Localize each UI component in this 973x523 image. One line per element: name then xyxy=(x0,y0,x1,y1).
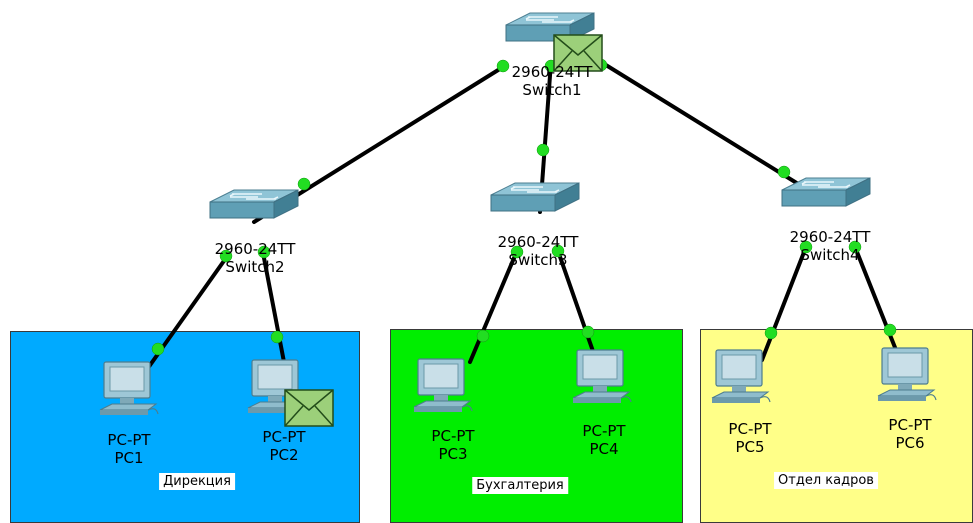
zone-direction xyxy=(10,331,360,523)
zone-accounting-label: Бухгалтерия xyxy=(472,477,568,494)
pc2-model: PC-PT xyxy=(262,428,306,446)
link-dot xyxy=(476,329,490,343)
switch3-label: 2960-24TT Switch3 xyxy=(498,233,579,269)
pc4-icon xyxy=(572,349,632,404)
pc6-name: PC6 xyxy=(895,434,925,452)
switch1-model: 2960-24TT xyxy=(511,63,593,81)
link-dot xyxy=(257,245,271,259)
link-switch4-pc5 xyxy=(760,245,808,362)
link-dot xyxy=(496,59,510,73)
pc6-model: PC-PT xyxy=(888,416,932,434)
link-status-dots xyxy=(151,58,897,356)
link-dot xyxy=(219,249,233,263)
link-dot xyxy=(270,330,284,344)
envelope-icon xyxy=(284,389,334,427)
link-switch1-switch4 xyxy=(599,60,810,192)
link-switch3-pc4 xyxy=(556,249,597,359)
switch2-label: 2960-24TT Switch2 xyxy=(215,240,296,276)
switch2-model: 2960-24TT xyxy=(214,240,296,258)
link-dot xyxy=(510,245,524,259)
switch3-icon xyxy=(490,182,580,212)
pc4-label: PC-PT PC4 xyxy=(582,422,625,458)
pc3-icon xyxy=(413,358,473,413)
pc4-name: PC4 xyxy=(589,440,619,458)
pc6-icon xyxy=(877,347,937,402)
switch3-name: Switch3 xyxy=(508,251,568,269)
link-dot xyxy=(581,325,595,339)
switch1-label: 2960-24TT Switch1 xyxy=(512,63,593,99)
pc2-name: PC2 xyxy=(269,446,299,464)
pc1-model: PC-PT xyxy=(107,431,151,449)
link-switch2-pc2 xyxy=(262,256,286,364)
link-switch4-pc6 xyxy=(853,245,900,357)
pc5-label: PC-PT PC5 xyxy=(728,420,771,456)
switch4-model: 2960-24TT xyxy=(789,228,871,246)
link-dot xyxy=(536,143,550,157)
pc1-name: PC1 xyxy=(114,449,144,467)
pc3-label: PC-PT PC3 xyxy=(431,427,474,463)
pc2-label: PC-PT PC2 xyxy=(262,428,305,464)
pc6-label: PC-PT PC6 xyxy=(888,416,931,452)
switch2-name: Switch2 xyxy=(225,258,285,276)
pc4-model: PC-PT xyxy=(582,422,626,440)
pc5-icon xyxy=(711,349,771,404)
switch4-label: 2960-24TT Switch4 xyxy=(790,228,871,264)
switch3-model: 2960-24TT xyxy=(497,233,579,251)
pc3-model: PC-PT xyxy=(431,427,475,445)
pc5-model: PC-PT xyxy=(728,420,772,438)
link-dot xyxy=(883,323,897,337)
pc5-name: PC5 xyxy=(735,438,765,456)
link-dot xyxy=(551,244,565,258)
pc1-label: PC-PT PC1 xyxy=(107,431,150,467)
zone-hr-label: Отдел кадров xyxy=(774,472,878,489)
switch2-icon xyxy=(209,189,299,219)
switch1-name: Switch1 xyxy=(522,81,582,99)
switch4-name: Switch4 xyxy=(800,246,860,264)
link-dot xyxy=(777,165,791,179)
link-dot xyxy=(764,326,778,340)
link-dot xyxy=(799,240,813,254)
link-switch3-pc3 xyxy=(468,249,519,364)
zone-direction-label: Дирекция xyxy=(159,473,235,490)
pc3-name: PC3 xyxy=(438,445,468,463)
pc1-icon xyxy=(99,361,159,416)
link-dot xyxy=(297,177,311,191)
link-dot xyxy=(848,240,862,254)
link-dot xyxy=(151,342,165,356)
